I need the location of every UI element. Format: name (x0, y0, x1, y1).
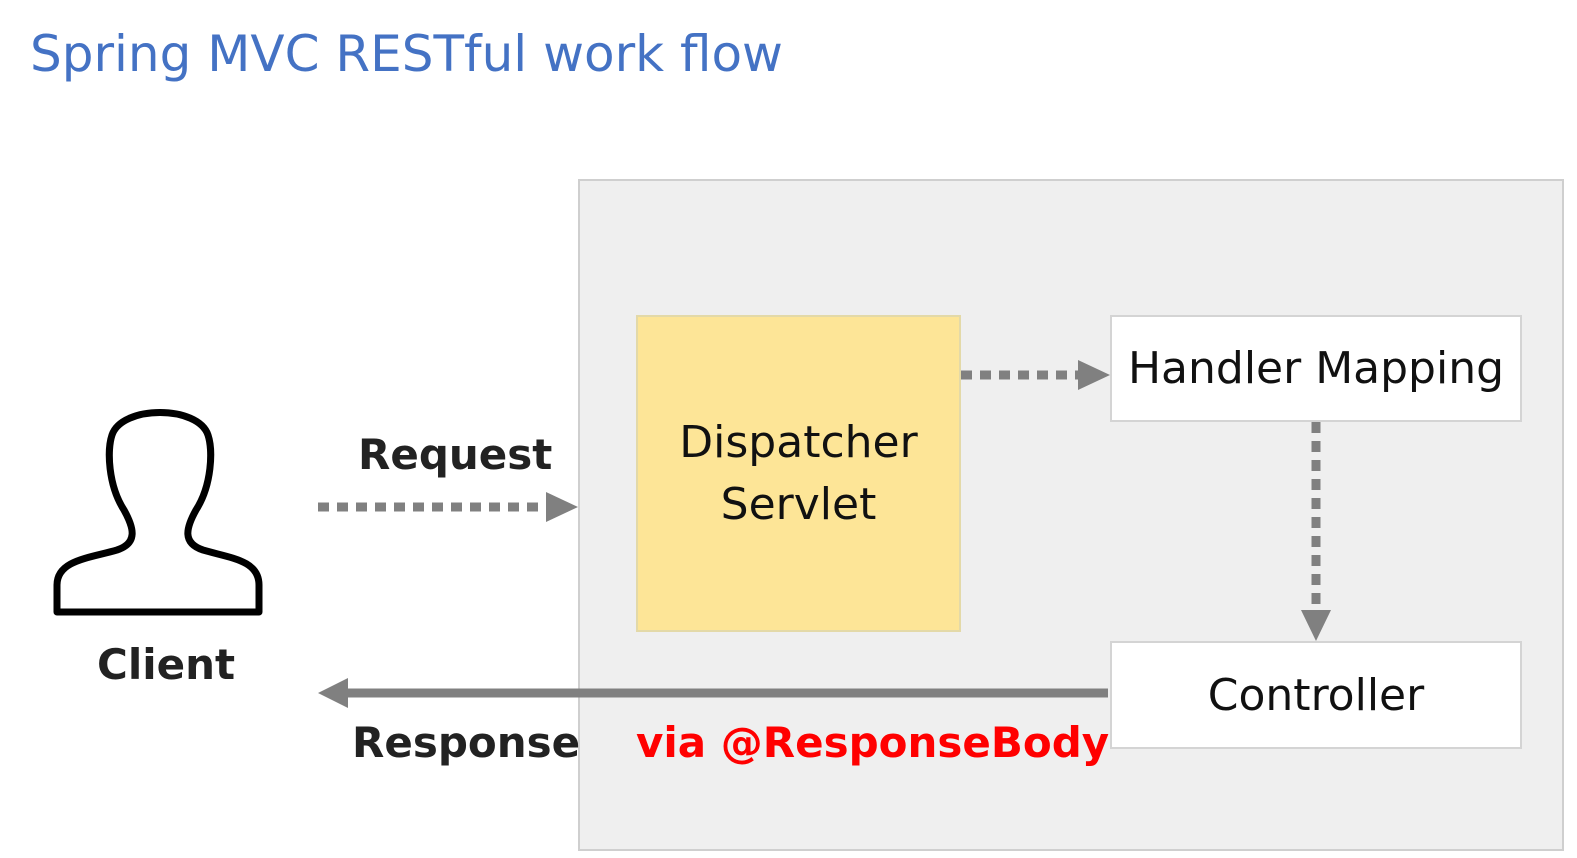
dispatcher-line-2: Servlet (720, 478, 877, 530)
page-title: Spring MVC RESTful work flow (30, 25, 783, 83)
dispatcher-servlet-box: Dispatcher Servlet (636, 315, 961, 632)
request-arrow-head (546, 492, 578, 522)
response-arrow-head (318, 678, 348, 708)
request-label: Request (358, 430, 553, 479)
controller-box: Controller (1110, 641, 1522, 749)
via-response-body-label: via @ResponseBody (636, 718, 1110, 767)
handler-mapping-box: Handler Mapping (1110, 315, 1522, 422)
client-label: Client (97, 640, 236, 689)
response-label: Response (352, 718, 581, 767)
dispatcher-line-1: Dispatcher (679, 416, 918, 468)
person-icon (53, 409, 263, 616)
